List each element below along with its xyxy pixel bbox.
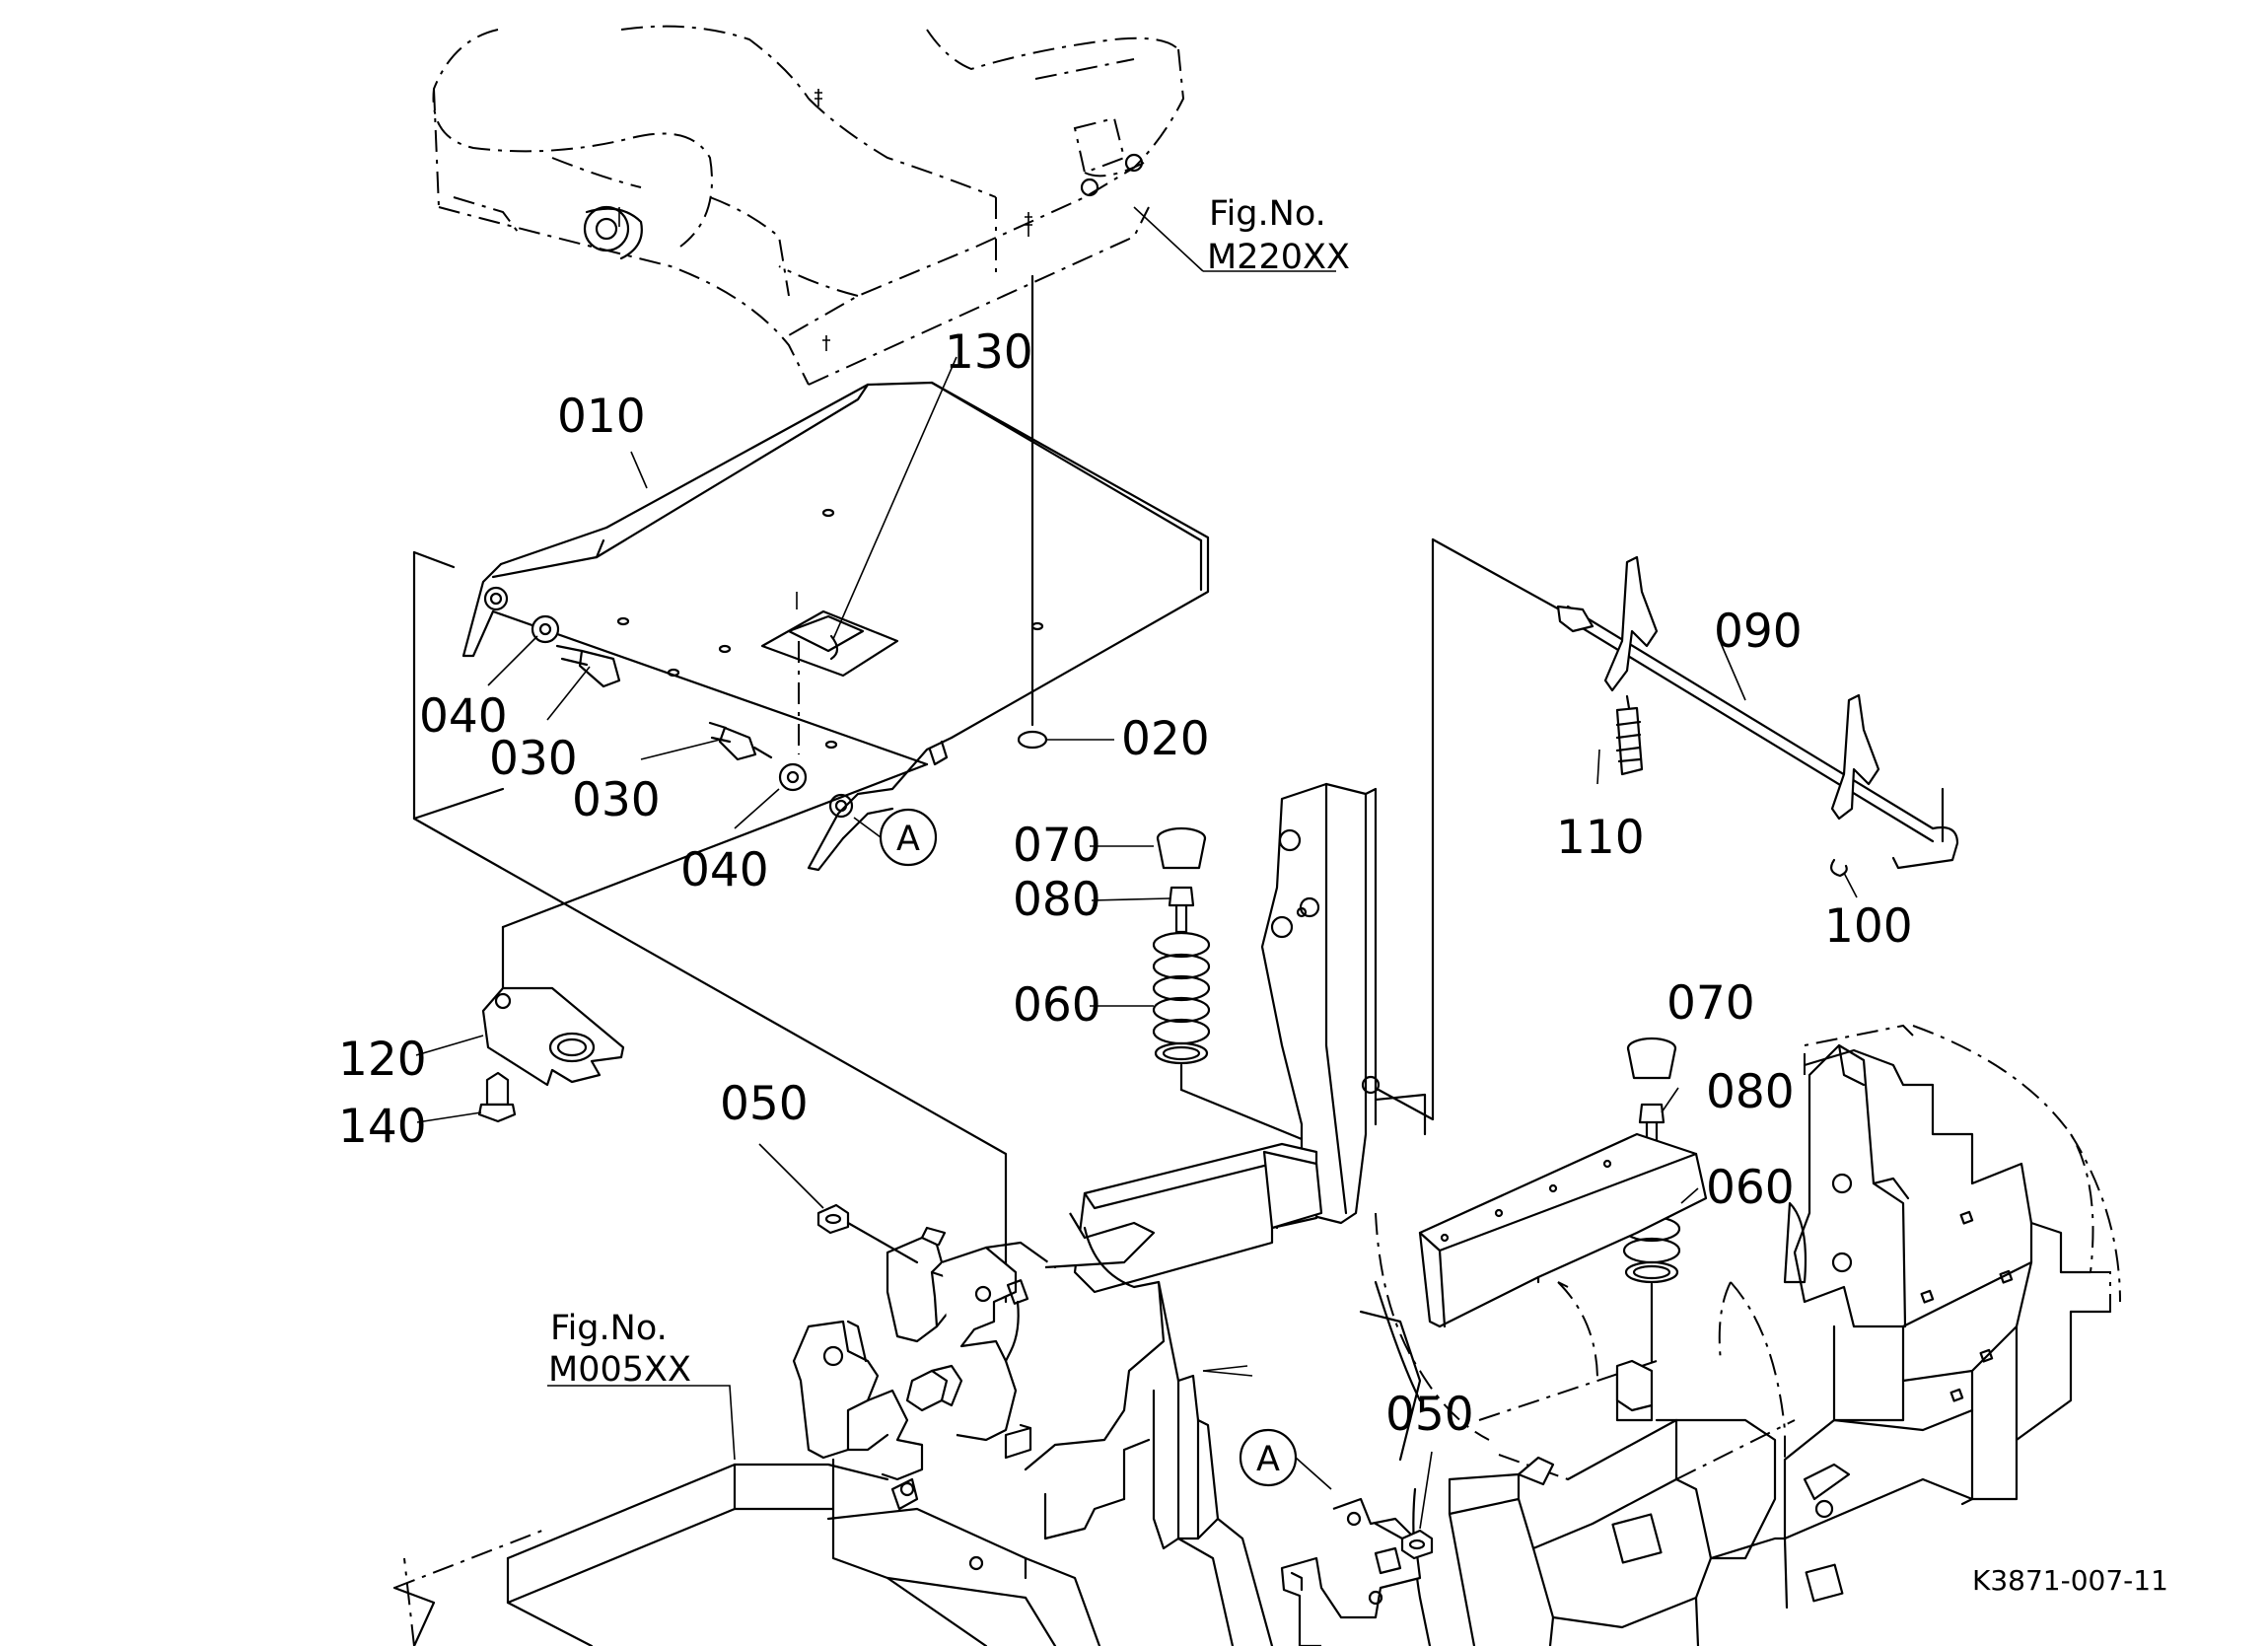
cover-plate-120 <box>477 986 625 1123</box>
part-label-070-b: 070 <box>1666 976 1755 1031</box>
drawing-code: K3871-007-11 <box>1972 1564 2168 1597</box>
figure-reference-seat[interactable]: Fig.No. M220XX <box>1207 194 1350 277</box>
part-label-020: 020 <box>1121 712 1210 766</box>
part-label-120: 120 <box>338 1033 427 1087</box>
figure-reference-frame-code[interactable]: M005XX <box>548 1350 691 1390</box>
seat-phantom <box>432 25 1185 386</box>
frame-structure <box>392 274 2121 1646</box>
spring-stack-left <box>1152 826 1304 1141</box>
part-label-060-b: 060 <box>1706 1161 1795 1215</box>
part-label-010: 010 <box>557 390 646 444</box>
part-label-050-b: 050 <box>1385 1388 1474 1442</box>
latch-rod-090 <box>1377 537 1959 1121</box>
part-label-100: 100 <box>1824 899 1913 954</box>
figure-reference-seat-code[interactable]: M220XX <box>1207 238 1350 277</box>
part-label-060-a: 060 <box>1013 978 1101 1033</box>
figure-reference-frame[interactable]: Fig.No. M005XX <box>548 1309 691 1390</box>
part-label-080-a: 080 <box>1013 873 1101 927</box>
marker-a-1: A <box>853 808 938 867</box>
marker-a-1-letter: A <box>896 820 920 859</box>
part-label-130: 130 <box>945 325 1033 380</box>
part-label-090: 090 <box>1714 605 1803 659</box>
part-label-040-b: 040 <box>680 843 769 897</box>
part-labels: 010 020 030 030 040 040 050 050 060 060 … <box>338 325 1913 1442</box>
part-label-050-a: 050 <box>720 1077 809 1131</box>
part-label-040-a: 040 <box>419 689 508 744</box>
seat-plate-010 <box>461 381 1210 872</box>
spring-stack-right <box>1622 1037 1681 1363</box>
marker-a-2-letter: A <box>1256 1440 1280 1479</box>
marker-a-2: A <box>1239 1428 1332 1490</box>
part-label-070-a: 070 <box>1013 819 1101 873</box>
figure-reference-seat-title: Fig.No. <box>1209 194 1326 234</box>
part-label-110: 110 <box>1556 811 1645 865</box>
fasteners-030-040 <box>412 550 1008 1304</box>
part-label-030-a: 030 <box>489 732 578 786</box>
part-label-140: 140 <box>338 1100 427 1154</box>
part-label-030-b: 030 <box>572 773 661 827</box>
figure-reference-frame-title: Fig.No. <box>550 1309 668 1348</box>
leader-lines <box>415 206 1858 1530</box>
part-label-080-b: 080 <box>1706 1065 1795 1119</box>
